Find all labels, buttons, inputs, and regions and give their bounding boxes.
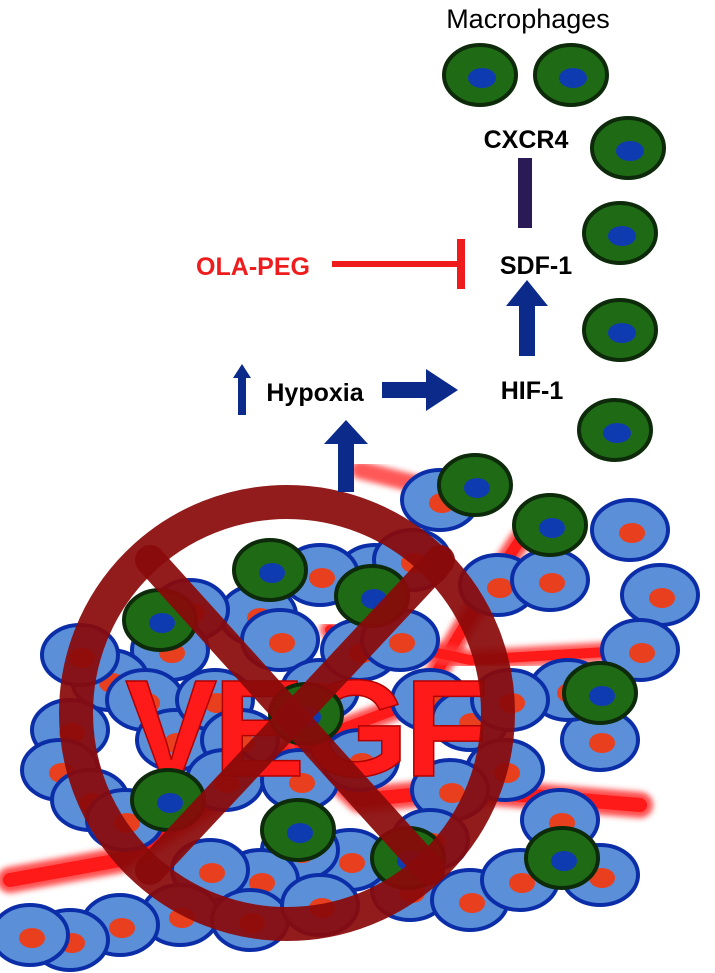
macrophage-cell [582, 201, 658, 265]
tumor-cell [620, 563, 700, 627]
sdf1-label: SDF-1 [500, 252, 572, 280]
inhibition-icon [332, 239, 465, 289]
hif1-to-sdf1-arrow-icon [506, 280, 548, 356]
hypoxia-to-hif1-arrow-icon [382, 369, 458, 411]
tumor-cell [590, 498, 670, 562]
macrophages-label: Macrophages [446, 4, 610, 34]
tumor-to-hypoxia-arrow-icon [324, 420, 368, 492]
macrophage-cell [512, 493, 588, 557]
ola-peg-label: OLA-PEG [196, 253, 310, 281]
macrophage-cell [533, 43, 609, 107]
cxcr4-binding-bar [518, 158, 532, 228]
macrophage-cell [582, 298, 658, 362]
macrophage-cell [232, 538, 308, 602]
macrophage-column [442, 43, 666, 462]
tumor-cell [0, 903, 70, 967]
no-symbol-icon [59, 485, 515, 941]
macrophage-cell [260, 798, 336, 862]
tumor-cell [600, 618, 680, 682]
macrophage-cell [577, 398, 653, 462]
macrophage-cell [524, 826, 600, 890]
hypoxia-label: Hypoxia [266, 379, 364, 407]
macrophage-cell [562, 661, 638, 725]
cxcr4-label: CXCR4 [484, 126, 569, 154]
macrophage-cell [590, 116, 666, 180]
macrophage-cell [437, 453, 513, 517]
increase-arrow-icon [233, 364, 251, 415]
tumor-cell [560, 708, 640, 772]
hif1-label: HIF-1 [501, 377, 564, 405]
macrophage-cell [442, 43, 518, 107]
tumor-cell [510, 548, 590, 612]
